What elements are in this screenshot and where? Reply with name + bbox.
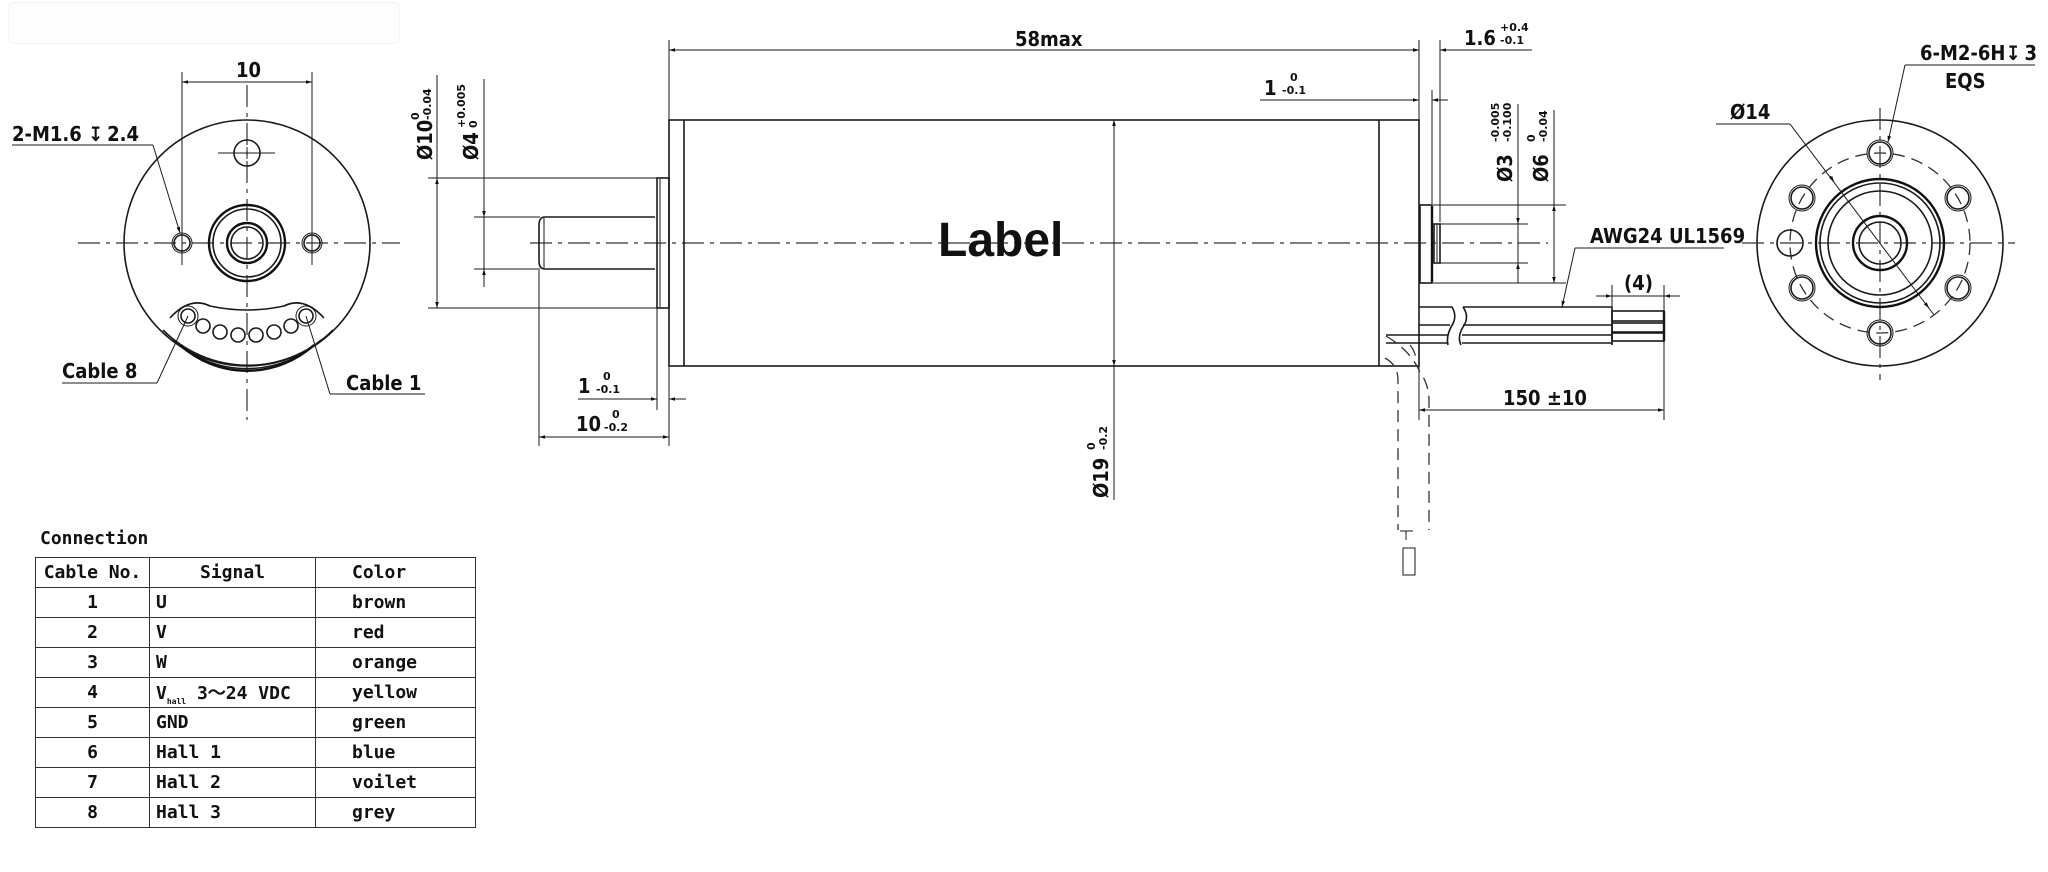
- svg-text:-0.04: -0.04: [1537, 110, 1550, 142]
- table-row: 2 V red: [35, 617, 476, 648]
- connection-table: Cable No. Signal Color 1 U brown 2 V red…: [35, 557, 476, 828]
- rear-boss-dia-dim: Ø6 0 -0.04: [1525, 110, 1553, 182]
- svg-text:0: 0: [467, 120, 480, 128]
- svg-text:0: 0: [1085, 442, 1098, 450]
- svg-text:-0.1: -0.1: [1500, 34, 1524, 47]
- cable-pin-circles: [177, 305, 317, 343]
- mounting-holes: [1776, 139, 1972, 347]
- thread-callout-left: 2-M1.6 ↧2.4: [12, 122, 139, 146]
- cable-length-dim: 150 ±10: [1503, 386, 1587, 410]
- svg-text:+0.005: +0.005: [455, 84, 468, 128]
- side-view: Label: [409, 21, 1745, 576]
- svg-text:Ø4: Ø4: [459, 132, 483, 160]
- table-row: 6 Hall 1 blue: [35, 737, 476, 768]
- table-row: 8 Hall 3 grey: [35, 797, 476, 828]
- col-cable-no: Cable No.: [35, 557, 150, 588]
- svg-text:-0.005: -0.005: [1489, 103, 1502, 142]
- svg-text:-0.1: -0.1: [596, 383, 620, 396]
- boss-length-dim: 1: [578, 374, 591, 398]
- svg-text:-0.1: -0.1: [1282, 84, 1306, 97]
- svg-text:Ø10: Ø10: [413, 120, 437, 160]
- rear-boss-length-dim: 1: [1264, 76, 1277, 100]
- col-signal: Signal: [149, 557, 316, 588]
- signal-vhall: Vhall 3〜24 VDC: [149, 677, 316, 708]
- svg-text:0: 0: [1525, 134, 1538, 142]
- hole-spacing-dim: 10: [236, 58, 261, 82]
- table-row: 4 Vhall 3〜24 VDC yellow: [35, 677, 476, 708]
- depth-symbol-icon: ↧: [2005, 41, 2020, 65]
- svg-text:0: 0: [409, 112, 422, 120]
- svg-text:+0.4: +0.4: [1500, 21, 1529, 34]
- body-dia-dim: Ø19 0 -0.2: [1085, 426, 1113, 498]
- front-boss-dia-dim: Ø10 0 -0.04: [409, 88, 437, 160]
- eqs-note: EQS: [1945, 69, 1986, 93]
- table-row: 3 W orange: [35, 647, 476, 678]
- svg-text:Ø3: Ø3: [1493, 154, 1517, 182]
- svg-text:Ø6: Ø6: [1529, 154, 1553, 182]
- svg-text:Ø19: Ø19: [1089, 458, 1113, 498]
- rear-shaft-dia-dim: Ø3 -0.005 -0.100: [1489, 102, 1517, 182]
- left-end-view: 10 2-M1.6 ↧2.4 Cable 8 Cable 1: [12, 58, 425, 420]
- svg-text:0: 0: [603, 370, 611, 383]
- watermark-box: [8, 2, 400, 44]
- table-row: 5 GND green: [35, 707, 476, 738]
- strip-length-dim: (4): [1624, 271, 1653, 295]
- svg-text:-0.04: -0.04: [421, 88, 434, 120]
- svg-text:-0.2: -0.2: [1097, 426, 1110, 450]
- right-end-view: Ø14 6-M2-6H↧3 EQS: [1716, 41, 2037, 380]
- svg-text:-0.2: -0.2: [604, 421, 628, 434]
- thread-callout-right: 6-M2-6H↧3: [1920, 41, 2037, 65]
- svg-text:0: 0: [1290, 71, 1298, 84]
- rear-shaft-length-dim: 1.6: [1464, 26, 1496, 50]
- depth-symbol-icon: ↧: [82, 122, 103, 146]
- col-color: Color: [315, 557, 476, 588]
- overall-length-dim: 58max: [1015, 27, 1083, 51]
- cable-8-label: Cable 8: [62, 359, 137, 383]
- connection-title: Connection: [40, 528, 149, 549]
- table-header-row: Cable No. Signal Color: [35, 557, 476, 588]
- cable-spec-label: AWG24 UL1569: [1590, 224, 1745, 248]
- table-row: 7 Hall 2 voilet: [35, 767, 476, 798]
- table-row: 1 U brown: [35, 587, 476, 618]
- svg-text:-0.100: -0.100: [1501, 102, 1514, 142]
- body-label: Label: [938, 214, 1063, 267]
- shaft-length-dim: 10: [576, 412, 601, 436]
- cable-bundle: [1386, 306, 1666, 346]
- cable-1-label: Cable 1: [346, 371, 421, 395]
- bolt-circle-dim: Ø14: [1730, 100, 1770, 124]
- shaft-dia-dim: Ø4 +0.005 0: [455, 84, 483, 160]
- svg-text:0: 0: [612, 408, 620, 421]
